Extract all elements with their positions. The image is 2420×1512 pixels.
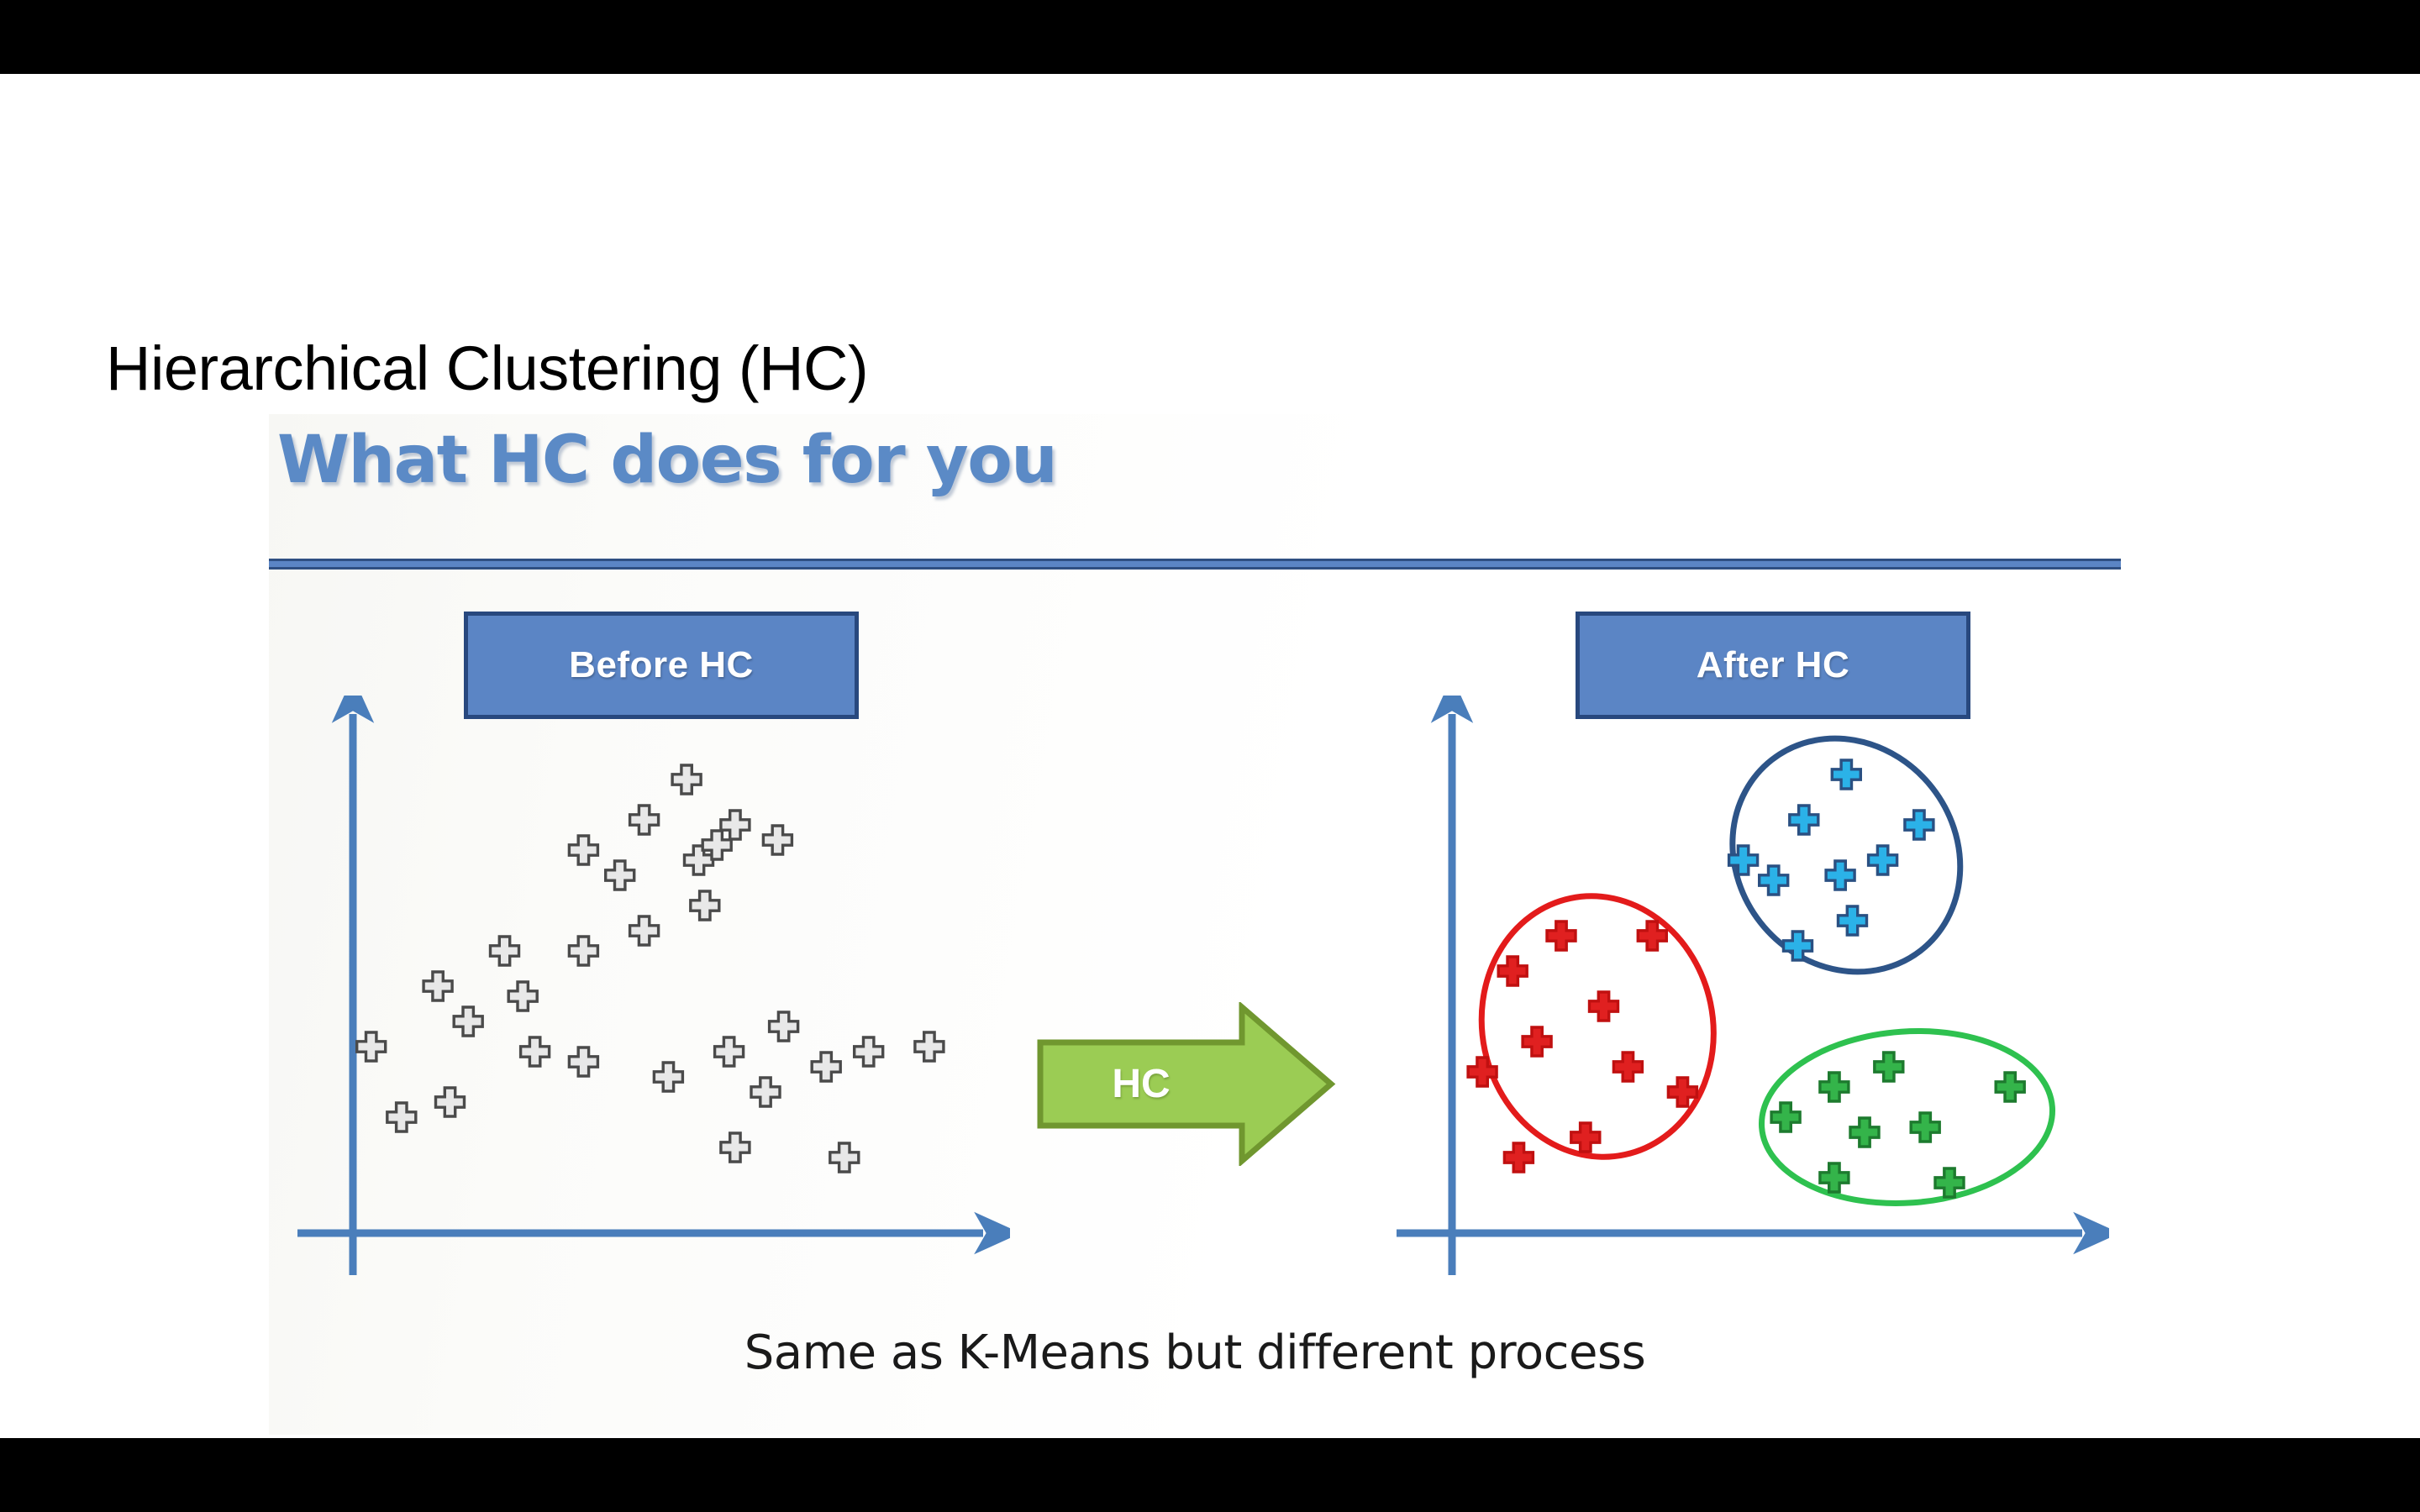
cluster-ellipse [1478,893,1717,1160]
data-point-marker [1836,905,1869,937]
cluster-ellipse [1729,735,1964,975]
data-point-marker [1994,1071,2026,1103]
data-point-marker [567,935,600,967]
data-point-group [1466,759,2026,1199]
data-point-marker [422,970,454,1002]
before-hc-scatter-plot [287,696,1010,1317]
heading-divider-rule [269,559,2121,570]
after-hc-scatter-plot [1386,696,2109,1317]
data-point-marker [1636,920,1668,952]
data-point-marker [1818,1162,1850,1194]
data-point-marker [913,1031,945,1063]
data-point-marker [750,1076,781,1108]
cluster-ellipse-group [1478,735,2056,1206]
data-point-marker [1824,859,1856,891]
data-point-marker [1612,1051,1644,1083]
before-hc-label-box: Before HC [464,612,859,719]
data-point-marker [1570,1121,1602,1153]
data-point-marker [1727,844,1760,876]
hc-arrow-shape [1037,1002,1336,1166]
data-point-marker [1781,930,1814,962]
data-point-marker [1788,804,1820,836]
data-point-marker [1903,809,1935,841]
data-point-marker [1587,990,1620,1022]
data-point-marker [1502,1142,1535,1173]
data-point-marker [1545,920,1577,952]
embedded-picture: What HC does for you Before HC After HC [269,414,2126,1435]
data-point-marker [1933,1167,1965,1199]
data-point-group [355,764,945,1173]
data-point-marker [1666,1076,1699,1108]
data-point-marker [355,1031,387,1063]
data-point-marker [1497,955,1528,987]
before-hc-svg [297,696,1010,1275]
data-point-marker [518,1036,551,1068]
data-point-marker [1909,1111,1941,1143]
data-point-marker [434,1086,466,1118]
data-point-marker [1849,1116,1881,1148]
data-point-marker [719,809,751,841]
data-point-marker [507,980,539,1012]
data-point-marker [1466,1056,1498,1088]
hc-process-arrow: HC [1035,1002,1338,1166]
data-point-marker [1770,1101,1802,1133]
after-hc-svg [1397,696,2109,1275]
data-point-marker [761,824,794,856]
data-point-marker [652,1061,685,1093]
data-point-marker [1758,864,1790,896]
data-point-marker [853,1036,885,1068]
data-point-marker [488,935,521,967]
data-point-marker [386,1101,418,1133]
picture-heading: What HC does for you [277,423,1058,498]
data-point-marker [671,764,702,795]
data-point-marker [767,1011,800,1042]
data-point-marker [682,844,715,876]
data-point-marker [713,1036,745,1068]
after-hc-label-box: After HC [1576,612,1970,719]
picture-caption: Same as K-Means but different process [744,1326,1646,1380]
data-point-marker [1830,759,1862,790]
data-point-marker [810,1051,842,1083]
data-point-marker [628,804,660,836]
data-point-marker [829,1142,860,1173]
data-point-marker [689,890,721,921]
data-point-marker [1818,1071,1850,1103]
cluster-ellipse [1758,1028,2056,1206]
data-point-marker [719,1131,751,1163]
data-point-marker [628,915,660,947]
slide-canvas: Hierarchical Clustering (HC) What HC doe… [0,74,2420,1438]
axes-group [1397,696,2109,1275]
axes-group [297,696,1010,1275]
page-title: Hierarchical Clustering (HC) [106,333,869,403]
data-point-marker [567,1046,600,1078]
data-point-marker [567,834,600,866]
data-point-marker [1873,1051,1905,1083]
data-point-marker [1521,1026,1553,1058]
data-point-marker [452,1005,484,1037]
data-point-marker [701,829,733,861]
data-point-marker [604,859,636,891]
data-point-marker [1866,844,1899,876]
